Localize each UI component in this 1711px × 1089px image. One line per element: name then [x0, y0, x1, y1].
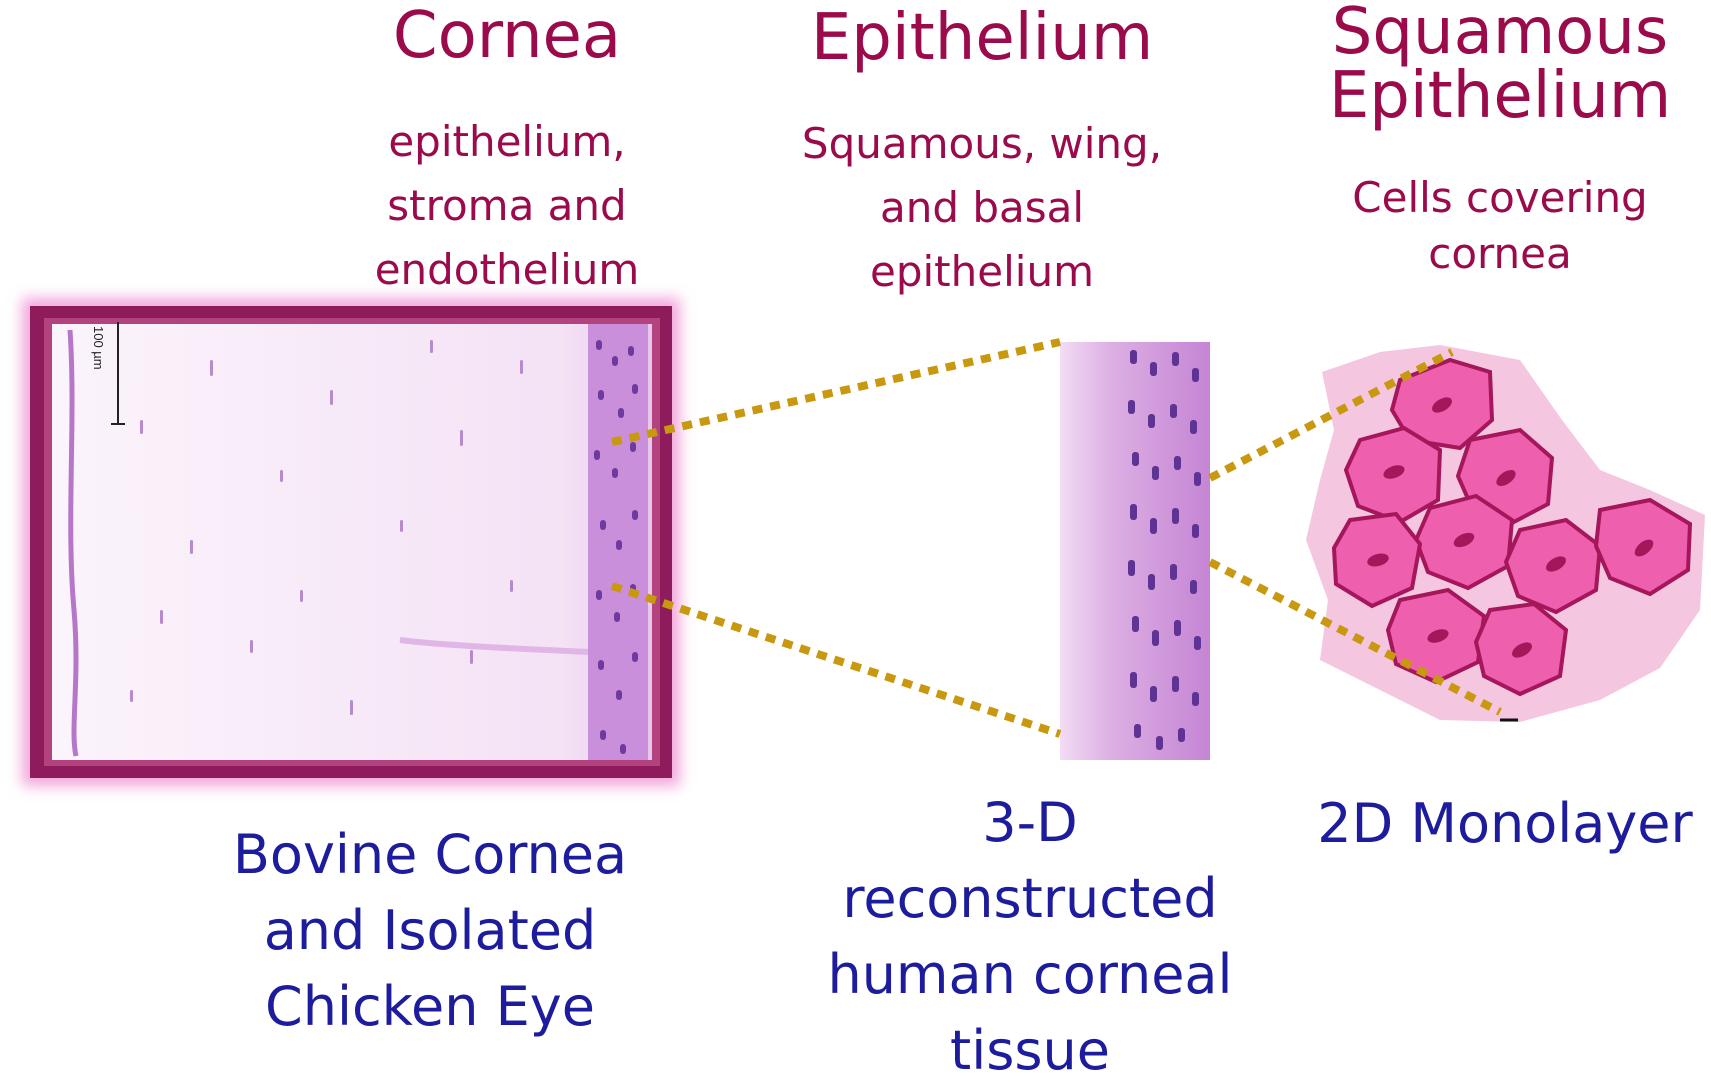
cornea-caption: Bovine Cornea and Isolated Chicken Eye	[200, 817, 660, 1045]
reconstructed-tissue-image	[1060, 342, 1210, 760]
squamous-caption-line-1: 2D Monolayer	[1300, 786, 1710, 862]
cornea-caption-line-3: Chicken Eye	[200, 969, 660, 1045]
squamous-caption: 2D Monolayer	[1300, 786, 1710, 862]
epithelium-caption-line-1: 3-D	[800, 785, 1260, 861]
epithelium-caption-line-2: reconstructed	[800, 861, 1260, 937]
monolayer-illustration	[1306, 345, 1705, 722]
cornea-histology-image: 100 µm	[22, 298, 680, 786]
epithelium-caption-line-4: tissue	[800, 1013, 1260, 1089]
stroma-section	[52, 324, 652, 760]
cornea-caption-line-2: and Isolated	[200, 893, 660, 969]
scale-bar-label: 100 µm	[91, 326, 106, 370]
epithelium-caption: 3-D reconstructed human corneal tissue	[800, 785, 1260, 1089]
cornea-caption-line-1: Bovine Cornea	[200, 817, 660, 893]
epithelium-caption-line-3: human corneal	[800, 937, 1260, 1013]
